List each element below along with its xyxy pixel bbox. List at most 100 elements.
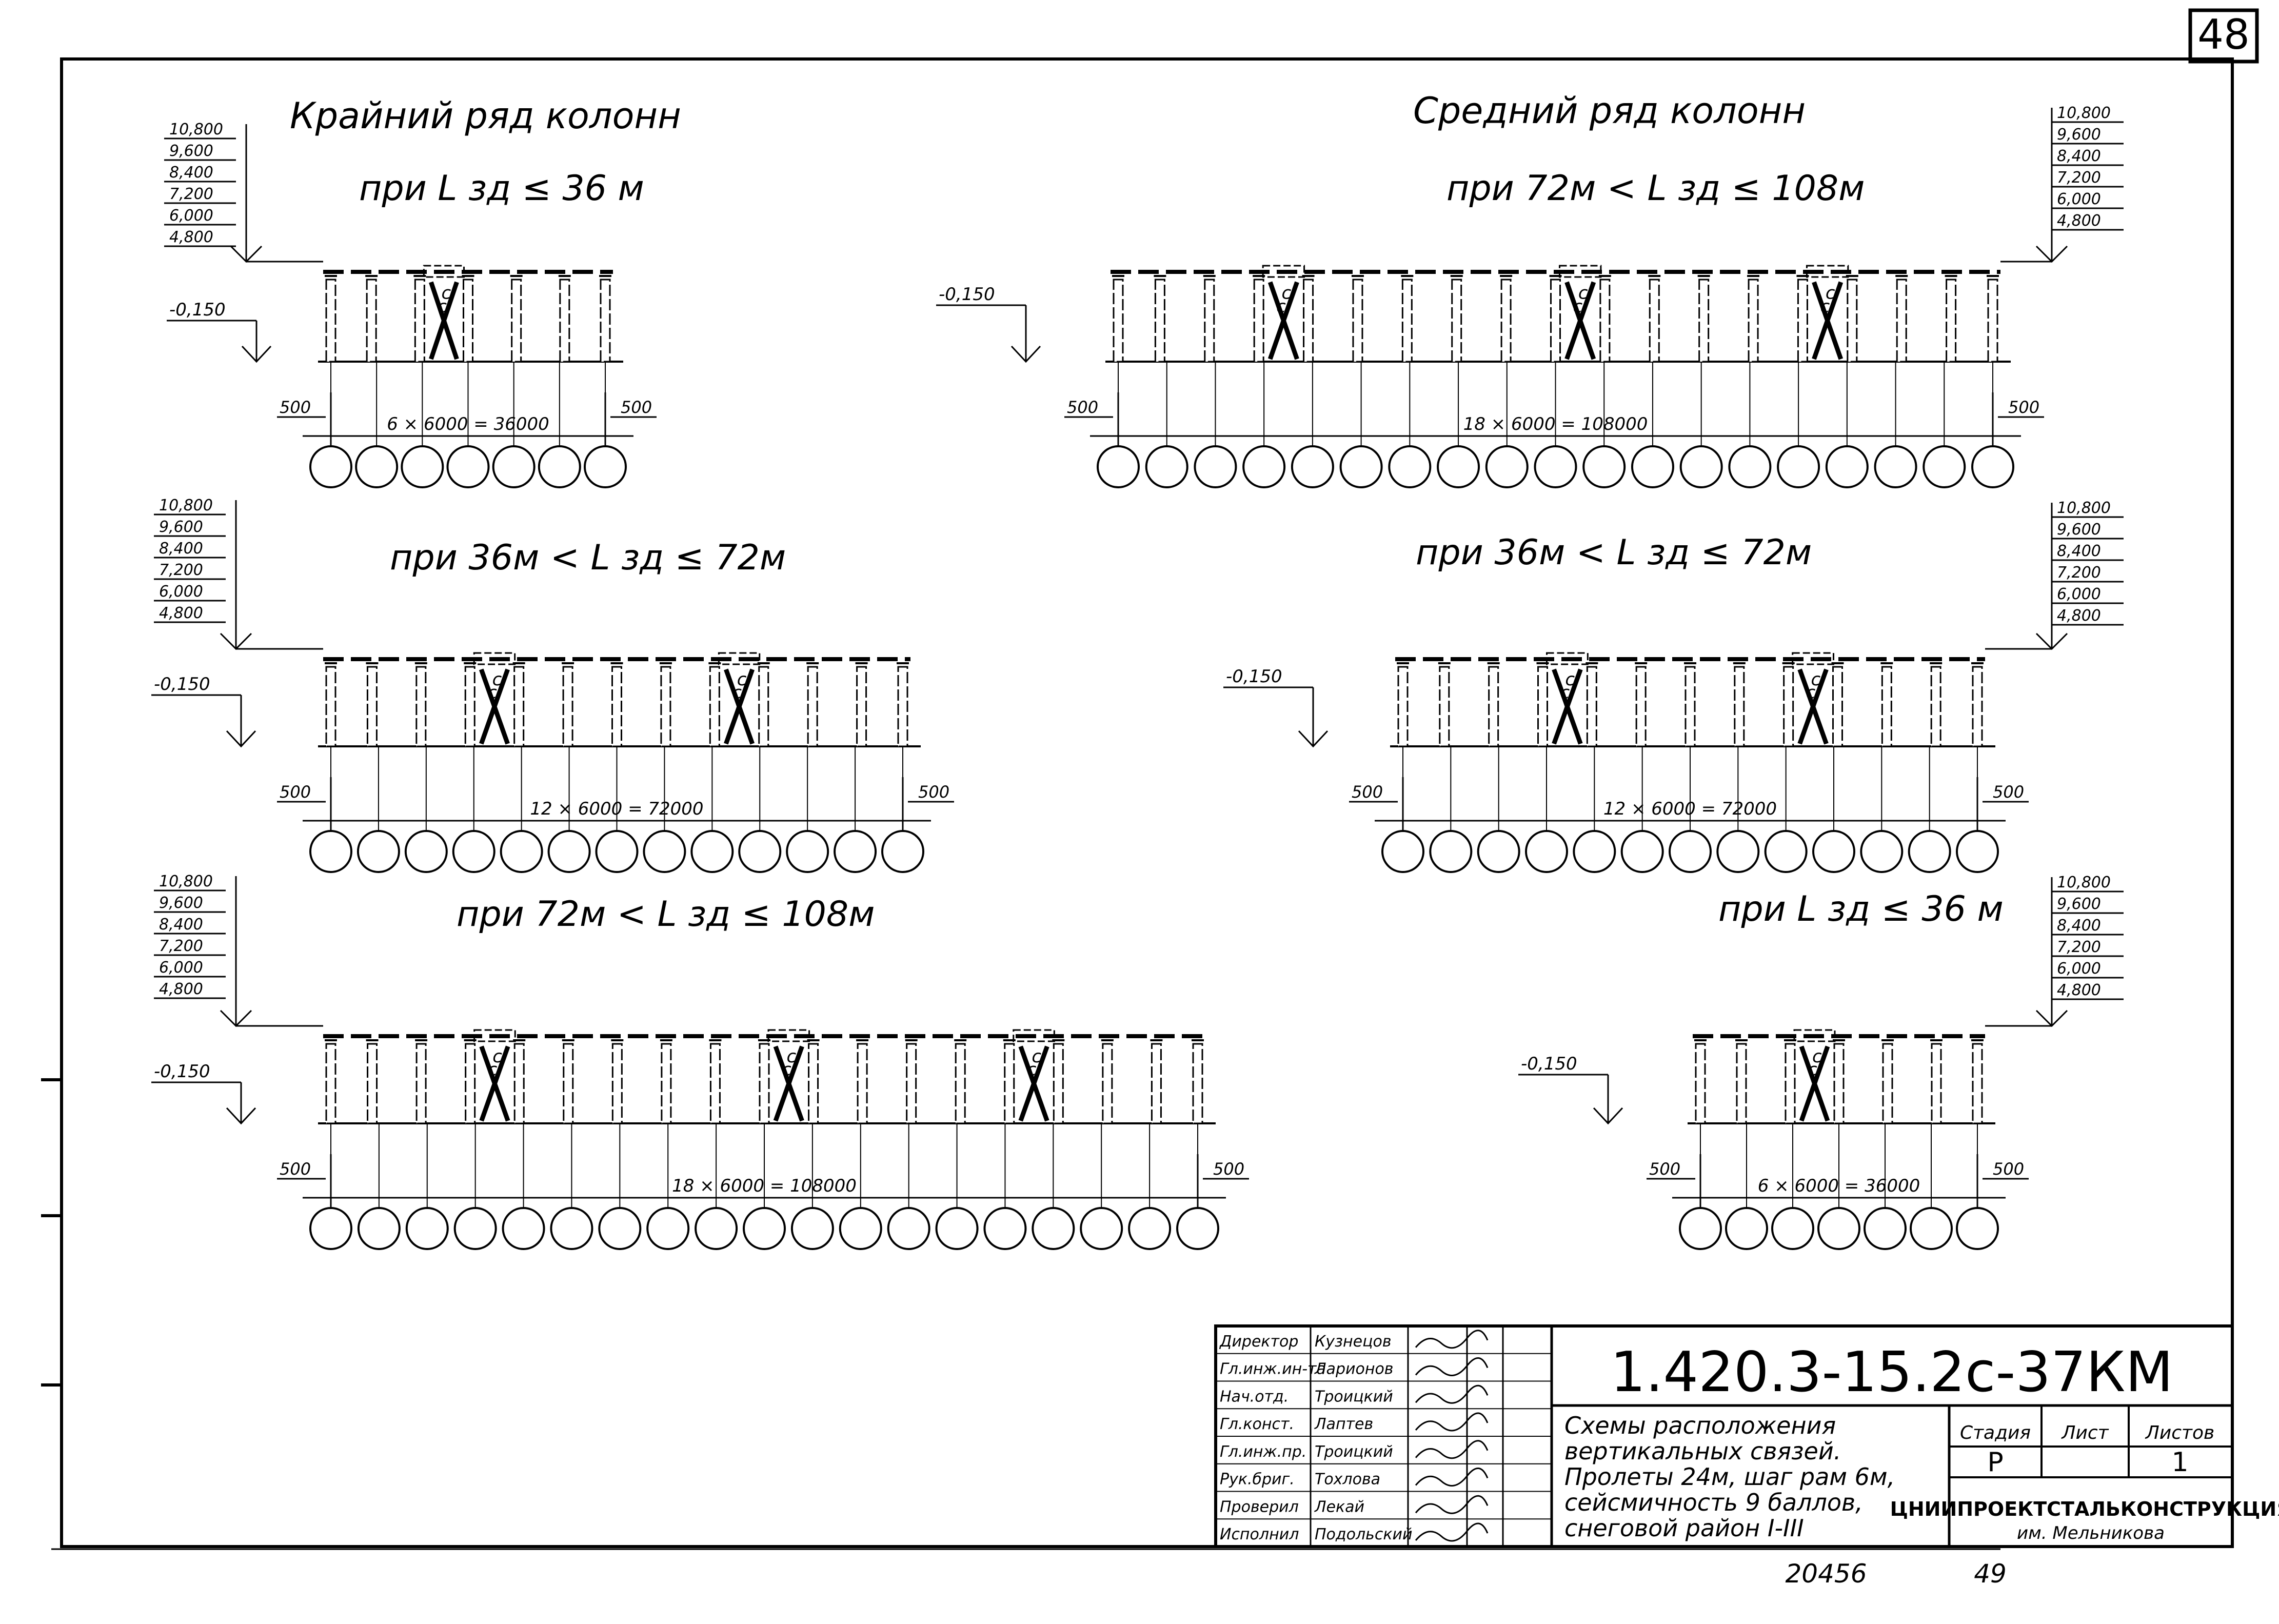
axis-marker (790, 1207, 834, 1250)
end-offset-left: 500 (280, 1159, 311, 1179)
height-mark: 8,400 (169, 164, 213, 182)
axis-marker (550, 1207, 593, 1250)
brace-mark: с (782, 1060, 791, 1080)
column (463, 279, 473, 363)
ground-level-label: -0,150 (1521, 1054, 1577, 1074)
axis-marker (401, 445, 444, 488)
role-name: Лаптев (1314, 1415, 1373, 1433)
brace-mark: с (1565, 669, 1575, 690)
column (709, 1043, 721, 1124)
axis-marker (356, 830, 400, 873)
axis-marker (1485, 445, 1529, 488)
column (661, 1043, 672, 1124)
column (1439, 666, 1450, 747)
height-mark: 8,400 (2057, 917, 2101, 935)
axis-marker (1764, 830, 1808, 873)
axis-marker (1825, 445, 1869, 488)
column (563, 1043, 574, 1124)
brace-strut (1013, 1029, 1055, 1042)
axis-marker (404, 830, 448, 873)
axis-marker (1194, 445, 1237, 488)
brace-mark: с (492, 1046, 502, 1067)
signature-scribble (1415, 1467, 1489, 1487)
height-mark: 7,200 (169, 185, 213, 203)
role-name: Лекай (1314, 1498, 1364, 1516)
column (759, 1043, 770, 1124)
brace-mark: с (1811, 669, 1821, 690)
signature-scribble (1415, 1330, 1489, 1349)
axis-marker (1080, 1207, 1123, 1250)
height-mark: 8,400 (2057, 542, 2101, 560)
column (1987, 279, 1998, 363)
description-line: снеговой район I-III (1564, 1514, 1804, 1542)
column (1931, 1043, 1942, 1124)
axis-marker (738, 830, 782, 873)
height-mark: 9,600 (2057, 521, 2101, 539)
column (1303, 279, 1314, 363)
bracing-panel-right-3: при L зд ≤ 36 м10,8009,6008,4007,2006,00… (1518, 874, 2124, 1250)
brace-mark: с (737, 669, 747, 690)
column (562, 666, 573, 747)
axis-marker (1923, 445, 1966, 488)
axis-marker (446, 445, 490, 488)
column (367, 1043, 378, 1124)
column (1698, 279, 1710, 363)
description-line: вертикальных связей. (1564, 1437, 1841, 1465)
height-mark: 6,000 (169, 207, 213, 225)
height-mark: 9,600 (2057, 126, 2101, 144)
brace-diagonal (429, 281, 459, 360)
end-offset-right: 500 (1993, 782, 2024, 802)
brace-mark: с (1826, 283, 1835, 304)
height-mark: 10,800 (2057, 499, 2111, 517)
height-mark: 8,400 (159, 540, 203, 558)
brace-diagonal (1018, 1045, 1049, 1122)
ground-level-arrow (241, 345, 272, 363)
ground-level-arrow (226, 1107, 256, 1125)
axis-marker (1128, 1207, 1172, 1250)
brace-strut (473, 1029, 516, 1042)
end-offset-left: 500 (1067, 398, 1098, 417)
axis-marker (309, 445, 352, 488)
height-mark: 9,600 (2057, 895, 2101, 913)
column (709, 666, 720, 747)
column (1192, 1043, 1203, 1124)
height-mark: 10,800 (2057, 104, 2111, 122)
height-mark: 10,800 (159, 873, 213, 890)
ground-level-label: -0,150 (154, 674, 210, 695)
column (1537, 666, 1548, 747)
role-title: Директор (1219, 1333, 1298, 1351)
brace-mark: с (442, 283, 451, 304)
sheet-number-box (2188, 8, 2259, 64)
brace-strut (1793, 1029, 1836, 1042)
sheets-header: Листов (2145, 1422, 2214, 1443)
column (1797, 279, 1808, 363)
column (1204, 279, 1215, 363)
axis-marker (646, 1207, 690, 1250)
column (415, 1043, 427, 1124)
height-mark: 10,800 (169, 121, 223, 138)
page-number: 49 (1974, 1559, 2007, 1589)
column (955, 1043, 966, 1124)
sheet-number: 48 (2197, 11, 2250, 58)
column (1881, 666, 1892, 747)
brace-mark: с (487, 683, 497, 703)
column (1352, 279, 1363, 363)
axis-marker (1956, 1207, 1999, 1250)
column (464, 666, 475, 747)
brace-diagonal (1799, 1045, 1830, 1122)
heading-middle-row: Средний ряд колонн (1413, 90, 1806, 132)
axis-marker (1573, 830, 1616, 873)
column (1783, 666, 1794, 747)
height-mark: 9,600 (169, 142, 213, 160)
column (513, 666, 525, 747)
height-mark: 4,800 (2057, 981, 2101, 999)
axis-marker (1812, 830, 1855, 873)
height-mark: 7,200 (159, 937, 203, 955)
axis-marker (1631, 445, 1674, 488)
brace-mark: с (492, 669, 502, 690)
axis-marker (1716, 830, 1760, 873)
axis-marker (492, 445, 536, 488)
